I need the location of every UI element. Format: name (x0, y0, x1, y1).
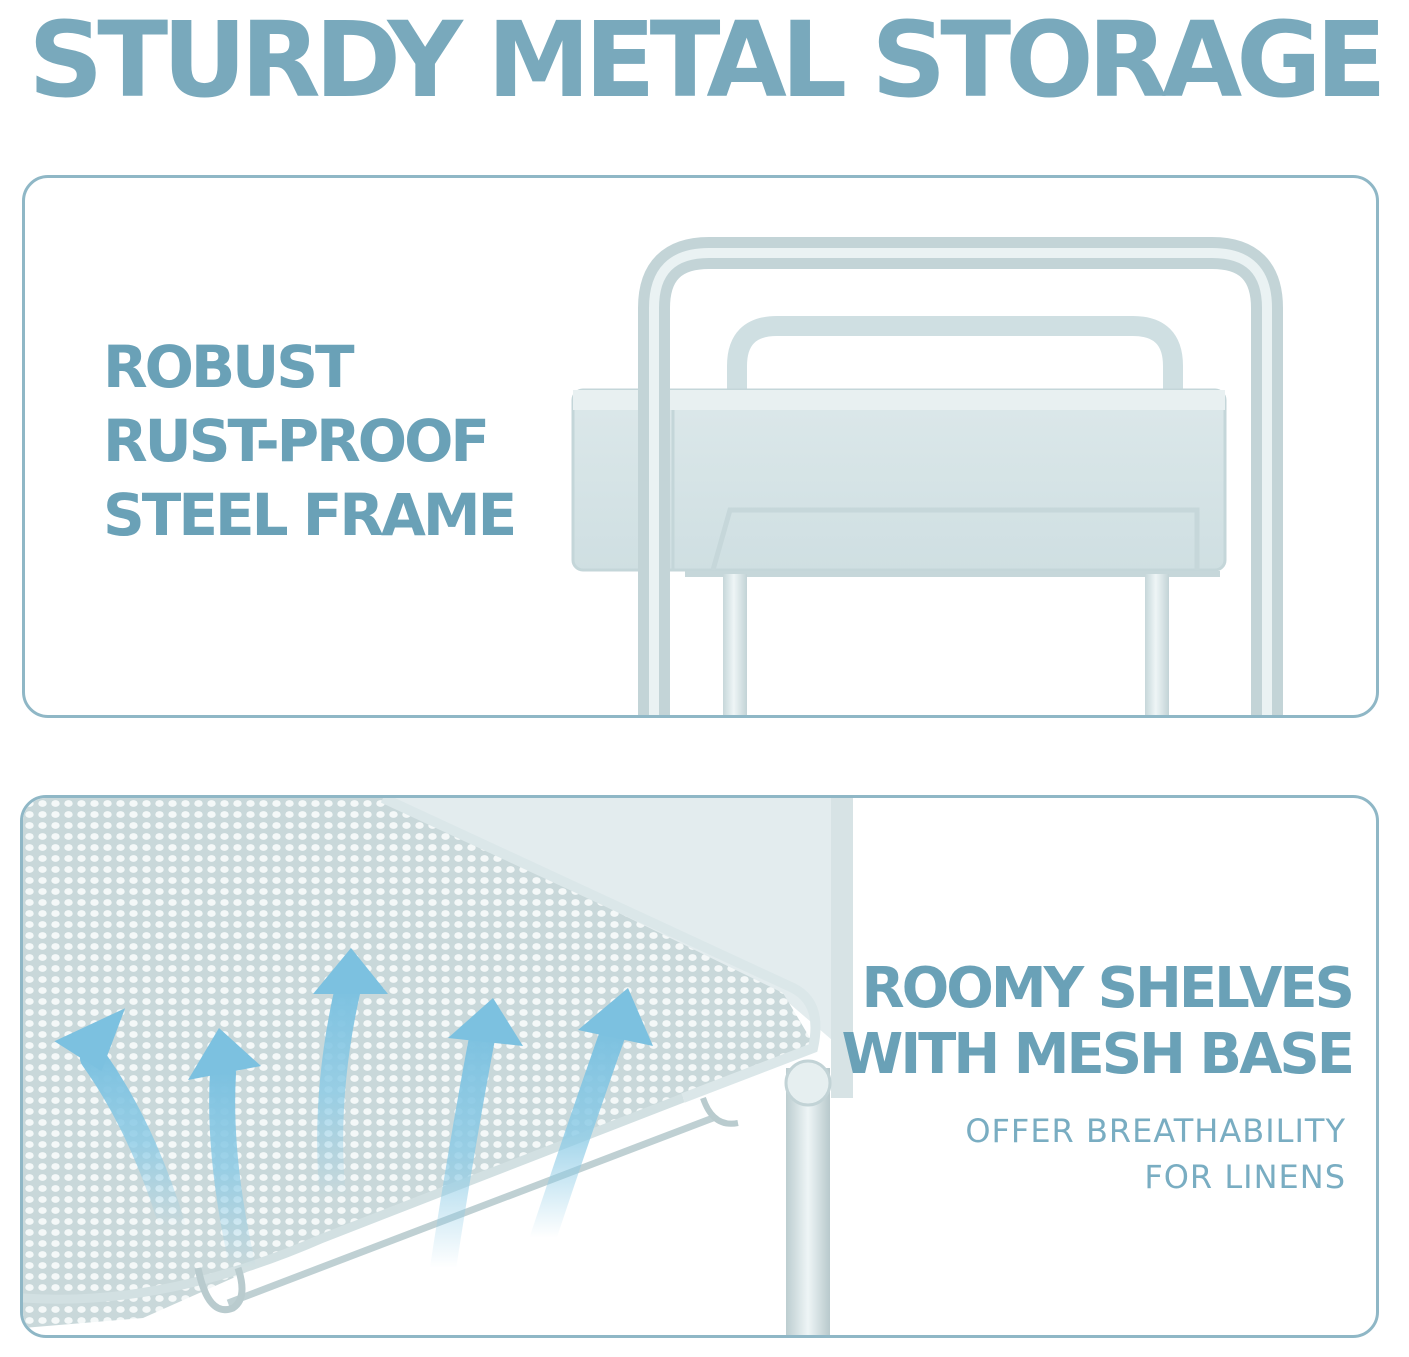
headline: STURDY METAL STORAGE (28, 0, 1386, 121)
frame-feature-line-3: STEEL FRAME (103, 481, 517, 549)
mesh-shelf-photo (23, 798, 853, 1335)
shelf-feature-heading: ROOMY SHELVES WITH MESH BASE (841, 956, 1355, 1088)
frame-feature-heading: ROBUST RUST-PROOF STEEL FRAME (103, 330, 517, 552)
shelf-feature-line-1: ROOMY SHELVES (861, 956, 1355, 1021)
frame-feature-panel: ROBUST RUST-PROOF STEEL FRAME (22, 175, 1379, 718)
shelf-feature-line-2: WITH MESH BASE (841, 1022, 1355, 1087)
frame-feature-line-2: RUST-PROOF (103, 407, 490, 475)
shelf-feature-panel: ROOMY SHELVES WITH MESH BASE OFFER BREAT… (20, 795, 1379, 1338)
shelf-subtext-line-1: OFFER BREATHABILITY (965, 1112, 1346, 1150)
shelf-subtext-line-2: FOR LINENS (1144, 1158, 1346, 1196)
frame-feature-line-1: ROBUST (103, 333, 355, 401)
cart-frame-photo (571, 237, 1283, 715)
shelf-feature-subtext: OFFER BREATHABILITY FOR LINENS (965, 1108, 1346, 1200)
